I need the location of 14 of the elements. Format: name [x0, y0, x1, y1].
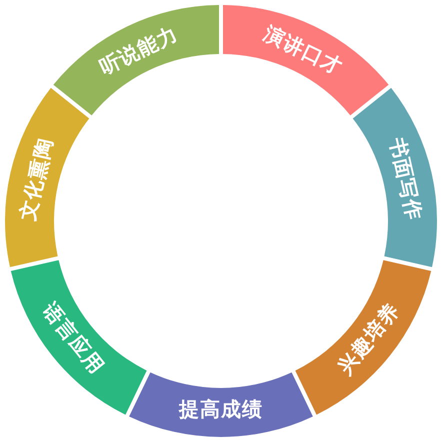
segment-label: 演讲口才: [260, 22, 346, 79]
segment-label: 兴趣培养: [334, 299, 404, 379]
segment-label: 提高成绩: [179, 399, 263, 421]
ring-segment: [352, 87, 437, 268]
ring-segment: [223, 5, 389, 116]
ring-segment: [129, 372, 313, 437]
ring-segment: [10, 260, 147, 415]
segment-label: 文化熏陶: [16, 136, 57, 222]
ring-segment: [5, 87, 90, 268]
segment-label: 书面写作: [385, 136, 426, 222]
segment-label: 听说能力: [96, 22, 182, 79]
segment-label: 语言应用: [38, 299, 108, 379]
ring-segment: [295, 260, 432, 415]
ring-segment: [53, 5, 219, 116]
